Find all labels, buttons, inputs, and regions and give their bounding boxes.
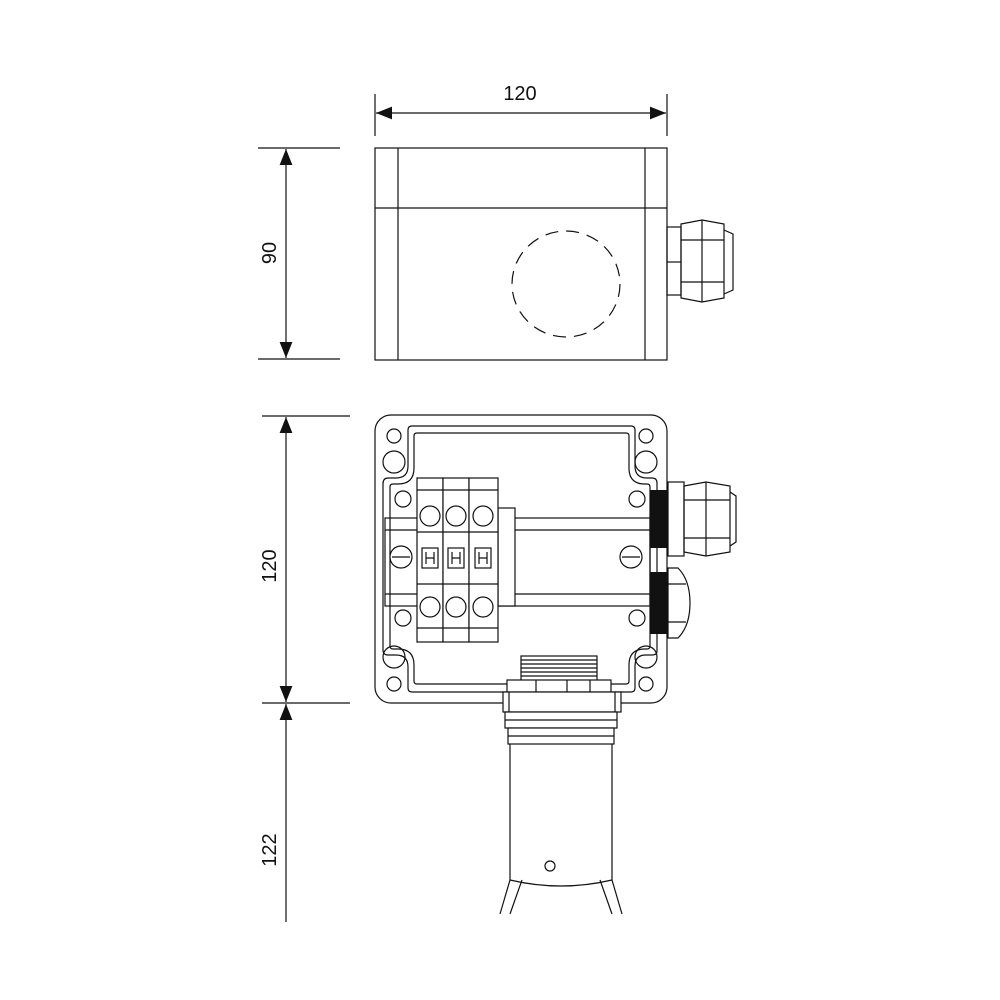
dimension-label-pipe-length: 122: [259, 833, 281, 866]
hidden-outline-circle: [511, 230, 621, 338]
mounting-holes: [382, 428, 658, 692]
terminal-block: [416, 477, 516, 643]
side-view-cable-gland: [666, 219, 734, 303]
bottom-fitting: [502, 655, 622, 745]
dimension-label-side-height: 90: [259, 242, 281, 264]
dimension-label-front-height: 120: [259, 549, 281, 582]
dimension-label-top-width: 120: [503, 83, 536, 105]
dimension-side-height: 90: [258, 147, 340, 360]
dimension-pipe-length: 122: [259, 704, 293, 922]
side-view-enclosure: [374, 147, 668, 361]
dimension-top-width: 120: [374, 83, 668, 136]
dimension-front-height: 120: [259, 415, 350, 704]
blind-plug: [650, 567, 691, 639]
front-view-cable-gland: [650, 481, 737, 557]
sensor-pipe: [499, 744, 623, 915]
